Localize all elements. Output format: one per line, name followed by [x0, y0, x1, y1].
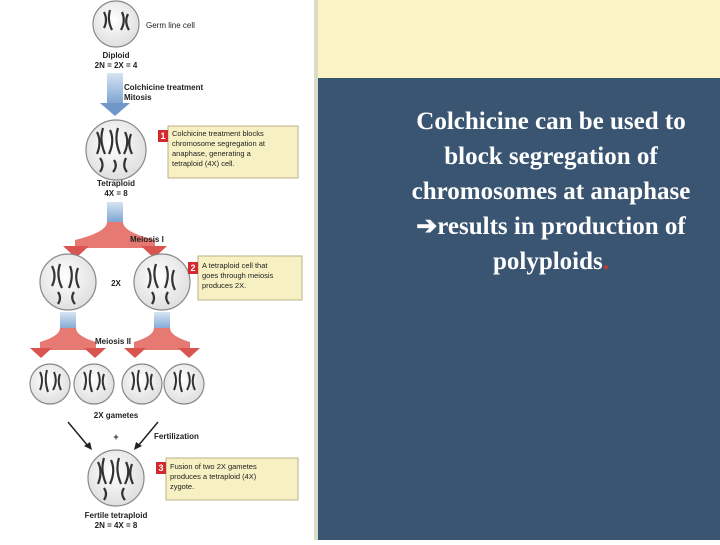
label-plus: +	[113, 432, 118, 442]
label-meiosis-1: Meiosis I	[130, 235, 164, 244]
arrows-meiosis-2	[30, 312, 200, 358]
caption-end-mark: .	[602, 248, 610, 275]
callout-2-line-1: A tetraploid cell that	[202, 261, 268, 270]
gamete-4	[163, 363, 205, 405]
callout-3-line-3: zygote.	[170, 482, 194, 491]
callout-1-line-1: Colchicine treatment blocks	[172, 129, 264, 138]
label-fertile-tetraploid: Fertile tetraploid	[85, 511, 148, 520]
figure-svg: Germ line cell Diploid 2N = 2X = 4 Colch…	[29, 0, 303, 530]
top-band	[318, 0, 720, 78]
callout-1-line-2: chromosome segregation at	[172, 139, 266, 148]
callout-2-badge: 2	[190, 263, 195, 273]
slide-caption: Colchicine can be used to block segregat…	[410, 104, 692, 279]
label-fertile-formula: 2N = 4X = 8	[95, 521, 138, 530]
label-mitosis: Mitosis	[124, 93, 152, 102]
callout-1-line-3: anaphase, generating a	[172, 149, 252, 158]
callout-3-badge: 3	[158, 463, 163, 473]
label-meiosis-2: Meiosis II	[95, 337, 131, 346]
gamete-1	[29, 363, 71, 405]
cell-2x-left	[39, 253, 97, 311]
arrow-meiosis-1	[63, 202, 167, 258]
label-2x-gametes: 2X gametes	[94, 411, 139, 420]
label-diploid: Diploid	[102, 51, 129, 60]
callout-1-badge: 1	[160, 131, 165, 141]
callout-3-line-2: produces a tetraploid (4X)	[170, 472, 257, 481]
callout-2-line-2: goes through meiosis	[202, 271, 274, 280]
callout-3: 3 Fusion of two 2X gametes produces a te…	[156, 457, 299, 501]
callout-1-line-4: tetraploid (4X) cell.	[172, 159, 235, 168]
polyploidy-figure: Germ line cell Diploid 2N = 2X = 4 Colch…	[0, 0, 314, 540]
content-panel	[318, 78, 720, 540]
label-colchicine-treatment: Colchicine treatment	[124, 83, 203, 92]
caption-text: Colchicine can be used to block segregat…	[411, 108, 691, 205]
label-fertilization: Fertilization	[154, 432, 199, 441]
label-tetraploid-formula: 4X = 8	[104, 189, 128, 198]
fertile-tetraploid-cell	[87, 449, 145, 507]
panel-divider	[314, 0, 318, 540]
diploid-cell	[92, 0, 140, 48]
label-germ-line-cell: Germ line cell	[146, 21, 195, 30]
tetraploid-cell	[85, 119, 147, 181]
callout-1: 1 Colchicine treatment blocks chromosome…	[158, 125, 299, 179]
gamete-2	[73, 363, 115, 405]
arrows-fertilization	[67, 421, 159, 450]
callout-2: 2 A tetraploid cell that goes through me…	[188, 255, 303, 301]
label-2x: 2X	[111, 279, 121, 288]
caption-text-after-arrow: results in production of polyploids	[437, 213, 686, 275]
right-arrow-icon: ➔	[416, 213, 438, 240]
callout-2-line-3: produces 2X.	[202, 281, 246, 290]
cell-2x-right	[133, 253, 191, 311]
label-tetraploid: Tetraploid	[97, 179, 135, 188]
arrow-mitosis	[100, 73, 130, 116]
gamete-3	[121, 363, 163, 405]
callout-3-line-1: Fusion of two 2X gametes	[170, 462, 257, 471]
label-diploid-formula: 2N = 2X = 4	[95, 61, 138, 70]
